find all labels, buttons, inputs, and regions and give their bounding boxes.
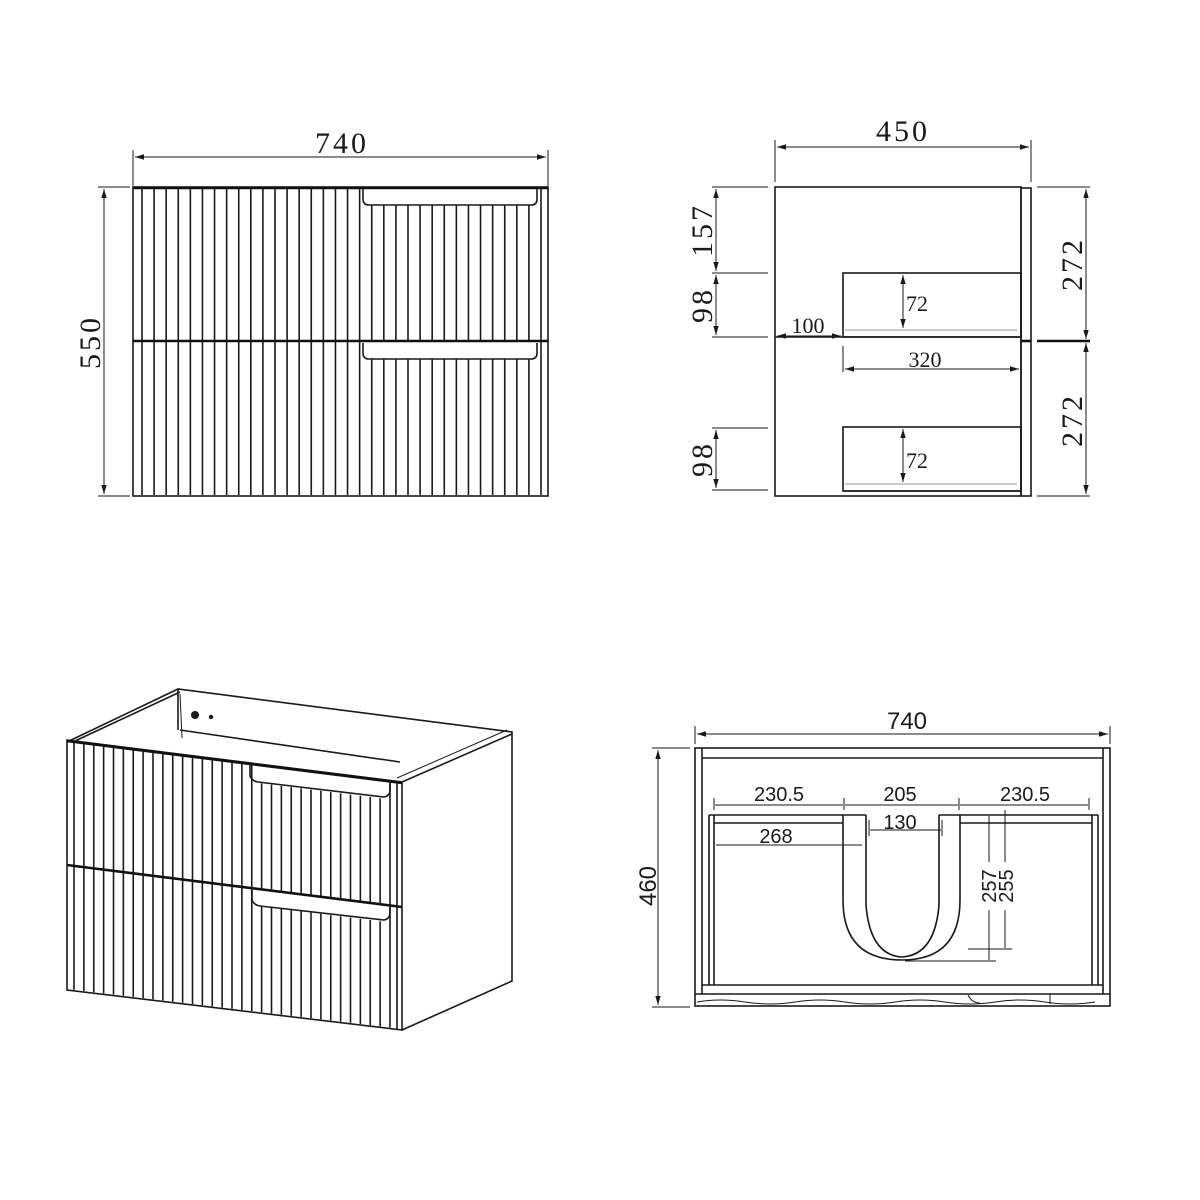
plan-segment-right: 230.5 — [1000, 784, 1050, 806]
lower-drawer-handle — [362, 343, 538, 360]
lower-drawer-height-label: 72 — [906, 448, 928, 473]
drawer-depth-label: 320 — [909, 347, 942, 372]
plan-depth-label: 460 — [635, 866, 662, 906]
cutout-depth-257: 257 — [979, 869, 1001, 902]
upper-drawer-handle — [362, 189, 538, 206]
inner-left-label: 268 — [759, 826, 792, 848]
front-width-label: 740 — [315, 127, 369, 160]
cutout-depth-255: 255 — [996, 869, 1018, 902]
isometric-view — [66, 688, 513, 1031]
front-flutes — [141, 189, 542, 495]
mounting-hole-icon — [191, 711, 199, 719]
plan-segment-center: 205 — [883, 784, 916, 806]
front-view: 740 550 — [74, 127, 549, 497]
mounting-hole-icon — [208, 714, 214, 720]
side-dim-98-lower: 98 — [686, 441, 719, 477]
plan-width-label: 740 — [887, 708, 927, 735]
side-dim-272-lower: 272 — [1056, 393, 1089, 447]
side-view: 450 72 72 100 320 157 98 — [686, 115, 1090, 497]
upper-drawer-height-label: 72 — [906, 291, 928, 316]
cutout-width-label: 130 — [883, 812, 916, 834]
front-height-label: 550 — [74, 315, 107, 369]
isometric-flutes — [73, 742, 391, 1028]
iso-upper-handle — [249, 764, 391, 798]
plumbing-cutout-inner — [865, 815, 940, 958]
plan-view: 740 460 230. — [635, 708, 1111, 1008]
iso-lower-handle — [251, 890, 391, 921]
side-depth-label: 450 — [876, 115, 930, 148]
drawer-offset-label: 100 — [792, 313, 825, 338]
plan-segment-left: 230.5 — [754, 784, 804, 806]
side-dim-272-upper: 272 — [1056, 237, 1089, 291]
plumbing-cutout-outer — [842, 815, 961, 961]
side-dim-157: 157 — [686, 203, 719, 257]
side-dim-98-upper: 98 — [686, 287, 719, 323]
